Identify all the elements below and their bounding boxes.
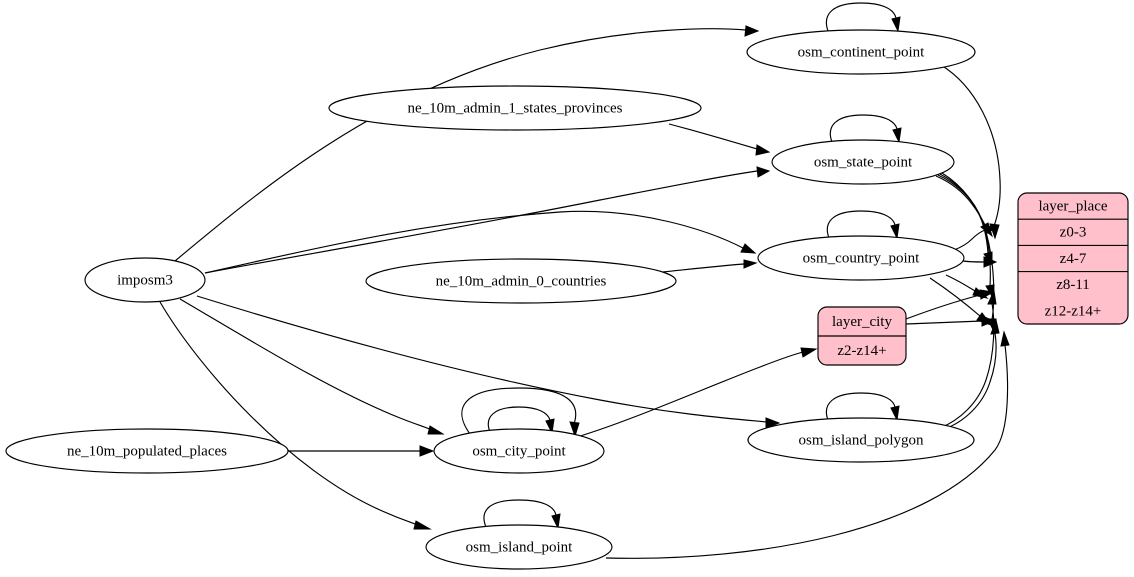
edge-layer xyxy=(159,2,1010,559)
edge-osm_continent_point-to-layer_place-z0-3 xyxy=(940,64,1001,240)
edge-imposm3-to-osm_country_point xyxy=(204,210,757,274)
layer_place-port-z0-3[interactable]: z0-3 xyxy=(1060,225,1087,241)
node-osm_state_point[interactable]: osm_state_point xyxy=(771,139,955,185)
node-osm_country_point-label: osm_country_point xyxy=(803,250,920,266)
edge-layer_city-to-layer_place-z8-11 xyxy=(905,289,995,320)
node-ne_10m_admin_0_countries-label: ne_10m_admin_0_countries xyxy=(436,273,607,289)
self-loop-osm_country_point xyxy=(826,210,900,240)
node-layer: imposm3 ne_10m_admin_1_states_provinces … xyxy=(5,29,1129,570)
node-osm_island_polygon-label: osm_island_polygon xyxy=(798,432,924,448)
edge-ne_10m_admin_1-to-osm_state_point xyxy=(668,123,771,156)
node-ne_10m_populated_places-label: ne_10m_populated_places xyxy=(67,443,227,459)
edge-osm_country_point-to-layer_place-z0-3 xyxy=(953,225,999,251)
layer_place-title: layer_place xyxy=(1038,199,1107,215)
edge-osm_island_polygon-to-layer_place-z12-z14 xyxy=(941,318,1000,431)
self-loop-osm_island_point xyxy=(483,499,561,530)
layer_place-port-z12-z14[interactable]: z12-z14+ xyxy=(1045,303,1102,319)
node-osm_state_point-label: osm_state_point xyxy=(814,154,913,170)
edge-osm_island_point-to-layer_place-z12-z14 xyxy=(605,330,1010,559)
node-ne_10m_populated_places[interactable]: ne_10m_populated_places xyxy=(5,428,289,474)
node-ne_10m_admin_0_countries[interactable]: ne_10m_admin_0_countries xyxy=(365,258,677,304)
edge-imposm3-to-osm_island_polygon xyxy=(196,295,781,429)
node-imposm3-label: imposm3 xyxy=(117,272,173,288)
edge-layer_city-to-layer_place-z12-z14 xyxy=(905,315,996,327)
self-loop-osm_city_point-outer xyxy=(461,387,580,438)
node-osm_island_polygon[interactable]: osm_island_polygon xyxy=(747,417,975,463)
edge-ne_10m_populated_places-to-osm_city_point xyxy=(288,445,435,457)
node-osm_continent_point-label: osm_continent_point xyxy=(798,44,925,60)
layer_city-port-z2-z14[interactable]: z2-z14+ xyxy=(837,343,886,359)
node-imposm3[interactable]: imposm3 xyxy=(84,257,206,303)
edge-ne_10m_admin_0-to-osm_country_point xyxy=(662,259,758,273)
layer_city-title: layer_city xyxy=(832,314,892,330)
node-osm_city_point-label: osm_city_point xyxy=(472,443,566,459)
node-layer_place[interactable]: layer_place z0-3 z4-7 z8-11 z12-z14+ xyxy=(1017,192,1129,325)
layer_place-port-z8-11[interactable]: z8-11 xyxy=(1056,277,1090,293)
layer_place-port-z4-7[interactable]: z4-7 xyxy=(1060,251,1087,267)
edge-imposm3-to-osm_city_point xyxy=(179,298,445,435)
node-osm_continent_point[interactable]: osm_continent_point xyxy=(746,29,976,75)
self-loop-osm_continent_point xyxy=(825,2,901,33)
node-layer_city[interactable]: layer_city z2-z14+ xyxy=(817,306,907,366)
self-loop-osm_city_point-inner xyxy=(487,406,555,435)
self-loop-osm_island_polygon xyxy=(825,392,900,422)
node-osm_island_point-label: osm_island_point xyxy=(466,539,574,555)
edge-imposm3-to-osm_island_point xyxy=(159,301,432,530)
edge-imposm3-to-osm_continent_point xyxy=(174,25,760,262)
self-loop-osm_state_point xyxy=(829,114,902,144)
edge-osm_island_polygon-to-layer_place-z8-11 xyxy=(939,289,997,429)
node-osm_city_point[interactable]: osm_city_point xyxy=(433,428,605,474)
edge-osm_city_point-to-layer_city-z2-z14 xyxy=(576,347,818,438)
node-ne_10m_admin_1_states_provinces-label: ne_10m_admin_1_states_provinces xyxy=(408,100,623,116)
edge-imposm3-to-osm_state_point xyxy=(204,166,771,274)
node-osm_country_point[interactable]: osm_country_point xyxy=(757,235,965,281)
edge-osm_country_point-to-layer_place-z4-7 xyxy=(962,256,998,268)
node-ne_10m_admin_1_states_provinces[interactable]: ne_10m_admin_1_states_provinces xyxy=(328,85,702,131)
node-osm_island_point[interactable]: osm_island_point xyxy=(425,524,613,570)
